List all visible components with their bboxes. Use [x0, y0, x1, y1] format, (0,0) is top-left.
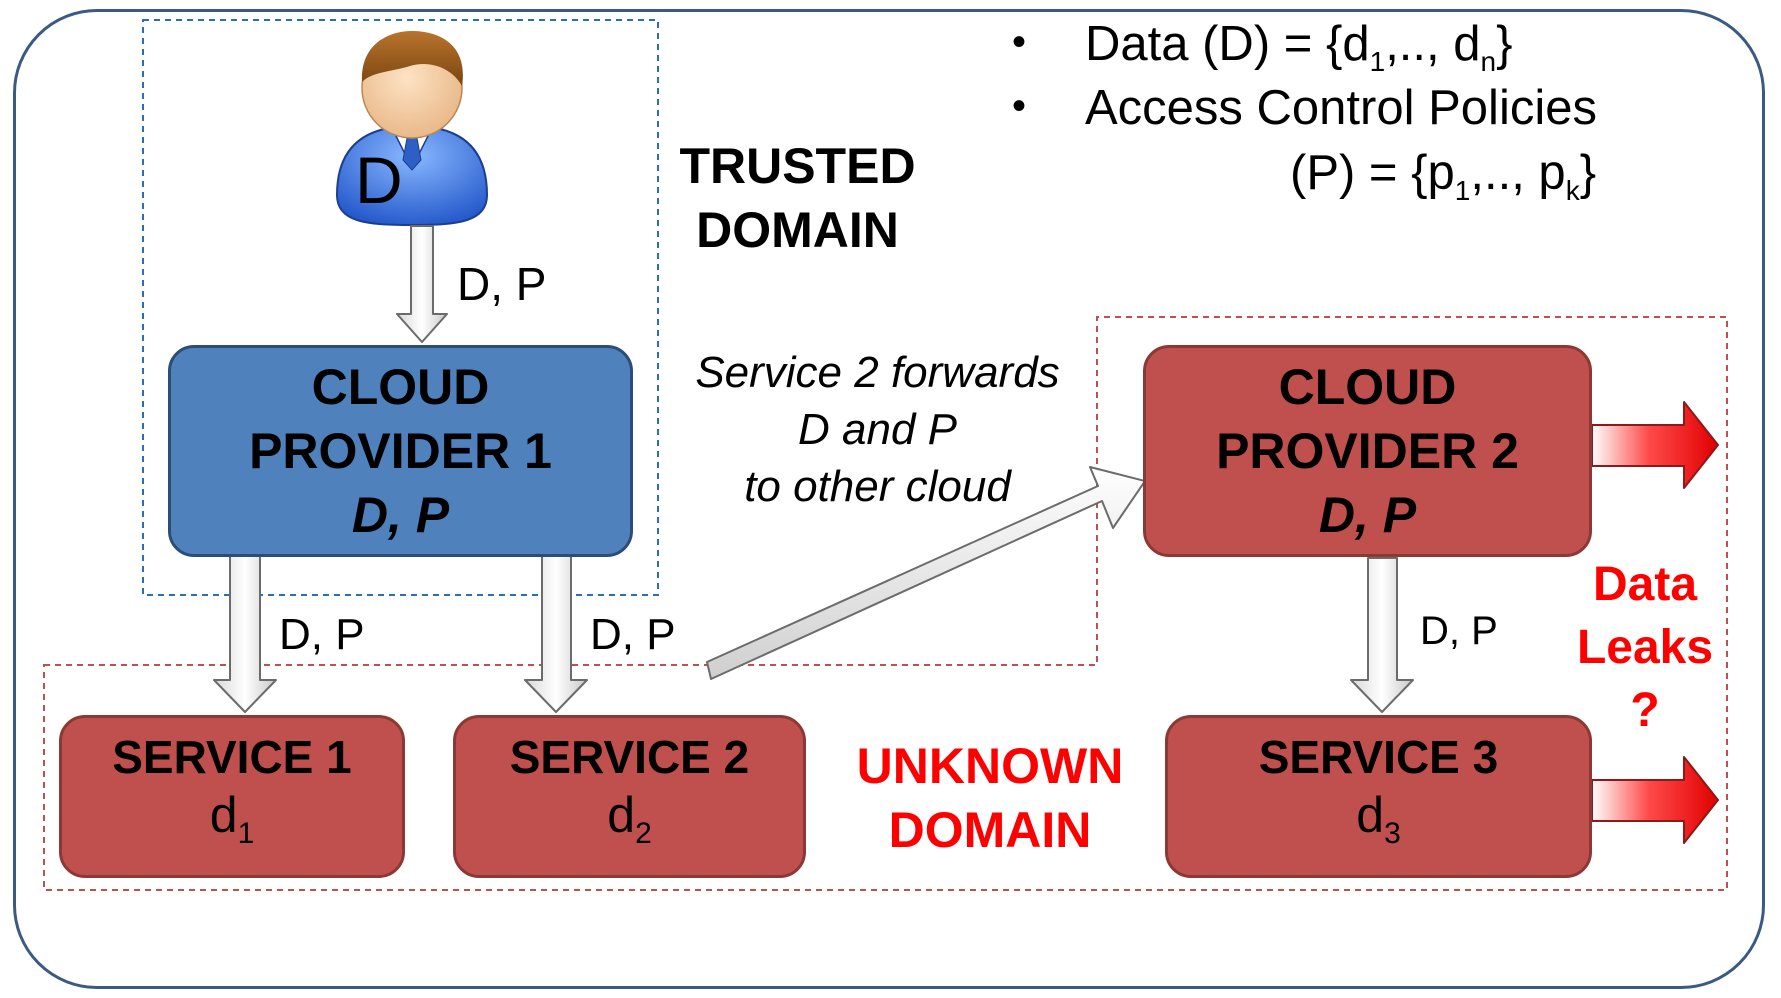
- arrow-cloud2-to-service3: [1350, 557, 1414, 713]
- cloud2-line1: CLOUD: [1278, 359, 1457, 415]
- arrow-service2-to-cloud2: [706, 466, 1146, 680]
- data-leaks-label: Data Leaks ?: [1560, 553, 1730, 742]
- legend-data-end: }: [1496, 17, 1513, 71]
- legend-data-text: Data (D) = {d: [1085, 17, 1370, 71]
- legend-policies-line2: (P) = {p1,.., pk}: [1290, 141, 1596, 223]
- service-1-data-sub: 1: [237, 817, 255, 850]
- service-2-data: d2: [607, 785, 652, 864]
- cloud1-line2: PROVIDER 1: [249, 423, 552, 479]
- arrow-cloud1-to-service2: [524, 555, 588, 713]
- legend-data-sub-1: 1: [1369, 45, 1386, 77]
- leak-arrow-service3: [1591, 756, 1719, 844]
- trusted-domain-title: TRUSTED DOMAIN: [660, 134, 935, 262]
- label-cloud1-to-service1: D, P: [279, 610, 365, 659]
- legend-policies-text: Access Control Policies: [1085, 81, 1597, 135]
- forward-note: Service 2 forwards D and P to other clou…: [665, 344, 1090, 515]
- cloud-provider-1-box: CLOUD PROVIDER 1 D, P: [168, 345, 633, 557]
- trusted-domain-border: [142, 19, 659, 596]
- trusted-domain-line1: TRUSTED: [679, 138, 916, 194]
- legend-policies-end: }: [1579, 146, 1597, 200]
- label-cloud2-to-service3: D, P: [1420, 609, 1498, 653]
- legend-bullet-2: •: [1012, 84, 1027, 128]
- service-1-data-letter: d: [209, 787, 238, 843]
- legend-bullet-1: •: [1012, 20, 1027, 64]
- trusted-domain-line2: DOMAIN: [696, 202, 899, 258]
- service-1-data: d1: [210, 785, 255, 864]
- forward-note-line3: to other cloud: [744, 462, 1011, 511]
- legend-data-sub-n: n: [1480, 45, 1497, 77]
- legend-policies-line1: Access Control Policies: [1085, 76, 1597, 140]
- legend-data-line: Data (D) = {d1,.., dn}: [1085, 12, 1512, 94]
- legend-policies-mid: ,.., p: [1470, 146, 1566, 200]
- legend-policies-prefix: (P) = {p: [1290, 146, 1455, 200]
- cloud1-line1: CLOUD: [311, 359, 490, 415]
- service-2-data-sub: 2: [635, 817, 652, 850]
- service-3-box: SERVICE 3 d3: [1165, 715, 1592, 878]
- cloud-provider-2-box: CLOUD PROVIDER 2 D, P: [1143, 345, 1592, 557]
- legend-policies-sub-k: k: [1565, 174, 1580, 206]
- service-3-data: d3: [1356, 785, 1401, 864]
- legend-policies-sub-1: 1: [1454, 174, 1471, 206]
- legend-data-mid: ,.., d: [1385, 17, 1481, 71]
- arrow-user-to-cloud1: [396, 225, 448, 343]
- leak-arrow-cloud2: [1591, 401, 1719, 489]
- service-3-data-sub: 3: [1384, 817, 1401, 850]
- service-2-title: SERVICE 2: [509, 731, 750, 783]
- data-leaks-line3: ?: [1630, 684, 1660, 737]
- unknown-domain-line2: DOMAIN: [888, 802, 1092, 858]
- user-avatar-icon: [335, 30, 489, 227]
- service-3-data-letter: d: [1356, 787, 1385, 843]
- service-3-title: SERVICE 3: [1258, 731, 1499, 783]
- service-1-title: SERVICE 1: [112, 731, 352, 783]
- user-label: D: [355, 143, 403, 217]
- service-1-box: SERVICE 1 d1: [59, 715, 405, 878]
- label-cloud1-to-service2: D, P: [590, 610, 676, 659]
- diagram-frame: [13, 9, 1765, 989]
- unknown-domain-title: UNKNOWN DOMAIN: [840, 734, 1140, 862]
- service-2-data-letter: d: [607, 787, 636, 843]
- forward-note-line1: Service 2 forwards: [695, 348, 1060, 397]
- cloud1-line3: D, P: [351, 487, 450, 543]
- cloud2-line3: D, P: [1318, 487, 1417, 543]
- arrow-cloud1-to-service1: [213, 555, 277, 713]
- label-user-to-cloud1: D, P: [457, 258, 547, 310]
- data-leaks-line1: Data: [1592, 558, 1698, 611]
- unknown-domain-line1: UNKNOWN: [856, 738, 1124, 794]
- service-2-box: SERVICE 2 d2: [453, 715, 806, 878]
- data-leaks-line2: Leaks: [1576, 621, 1714, 674]
- cloud2-line2: PROVIDER 2: [1216, 423, 1519, 479]
- forward-note-line2: D and P: [798, 405, 957, 454]
